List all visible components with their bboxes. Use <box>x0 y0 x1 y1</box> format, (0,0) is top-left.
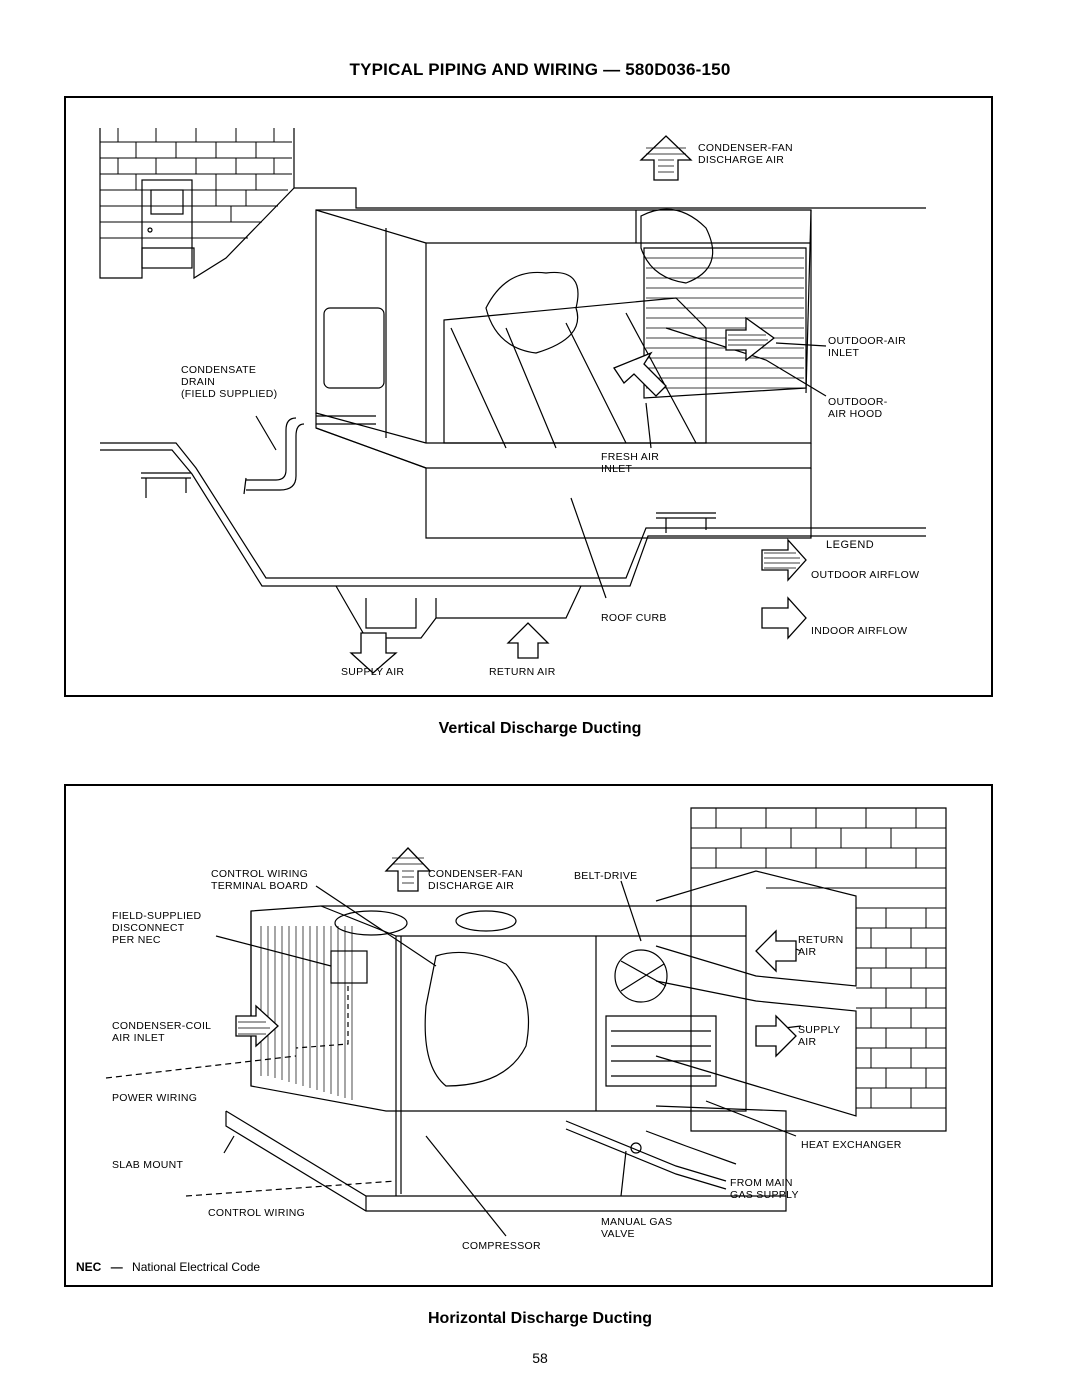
footnote-abbr: NEC <box>76 1260 102 1274</box>
label-condenser-fan-discharge-air: CONDENSER-FAN DISCHARGE AIR <box>698 142 793 166</box>
legend-indoor-airflow: INDOOR AIRFLOW <box>811 625 908 637</box>
legend-outdoor-airflow: OUTDOOR AIRFLOW <box>811 569 920 581</box>
label-fresh-air-inlet: FRESH AIR INLET <box>601 451 660 475</box>
label-slab-mount: SLAB MOUNT <box>112 1159 184 1171</box>
vertical-discharge-diagram: CONDENSER-FAN DISCHARGE AIR OUTDOOR-AIR … <box>64 96 993 697</box>
label-return-air: RETURN AIR <box>489 666 556 678</box>
page-title: TYPICAL PIPING AND WIRING — 580D036-150 <box>349 60 731 79</box>
label-outdoor-air-inlet: OUTDOOR-AIR INLET <box>828 335 906 359</box>
label-supply-air: SUPPLY AIR <box>798 1024 841 1048</box>
footnote-text: National Electrical Code <box>132 1260 261 1274</box>
label-condensate-drain: CONDENSATE DRAIN (FIELD SUPPLIED) <box>181 364 278 400</box>
horizontal-discharge-diagram: CONTROL WIRING TERMINAL BOARD CONDENSER-… <box>64 784 993 1287</box>
label-condenser-coil-air-inlet: CONDENSER-COIL AIR INLET <box>112 1020 212 1044</box>
label-from-main-gas-supply: FROM MAIN GAS SUPPLY <box>730 1177 799 1201</box>
vertical-unit-drawing <box>99 128 926 674</box>
label-return-air: RETURN AIR <box>798 934 844 958</box>
label-power-wiring: POWER WIRING <box>112 1092 198 1104</box>
label-control-wiring: CONTROL WIRING <box>208 1207 306 1219</box>
label-belt-drive: BELT-DRIVE <box>574 870 638 882</box>
footnote-nec: NEC — National Electrical Code <box>76 1260 260 1274</box>
label-manual-gas-valve: MANUAL GAS VALVE <box>601 1216 673 1240</box>
horizontal-unit-drawing <box>105 807 947 1237</box>
label-heat-exchanger: HEAT EXCHANGER <box>801 1139 902 1151</box>
label-condenser-fan-discharge-air: CONDENSER-FAN DISCHARGE AIR <box>428 868 523 892</box>
caption-horizontal-discharge: Horizontal Discharge Ducting <box>427 1310 653 1327</box>
footnote-dash: — <box>110 1260 123 1274</box>
legend-title: LEGEND <box>826 539 875 551</box>
caption-vertical-discharge: Vertical Discharge Ducting <box>438 720 642 737</box>
label-outdoor-air-hood: OUTDOOR- AIR HOOD <box>828 396 888 420</box>
label-field-supplied-disconnect: FIELD-SUPPLIED DISCONNECT PER NEC <box>112 910 202 946</box>
label-compressor: COMPRESSOR <box>462 1240 541 1252</box>
label-control-wiring-terminal-board: CONTROL WIRING TERMINAL BOARD <box>211 868 309 892</box>
label-roof-curb: ROOF CURB <box>601 612 667 624</box>
page-number: 58 <box>532 1350 548 1366</box>
label-supply-air: SUPPLY AIR <box>341 666 405 678</box>
